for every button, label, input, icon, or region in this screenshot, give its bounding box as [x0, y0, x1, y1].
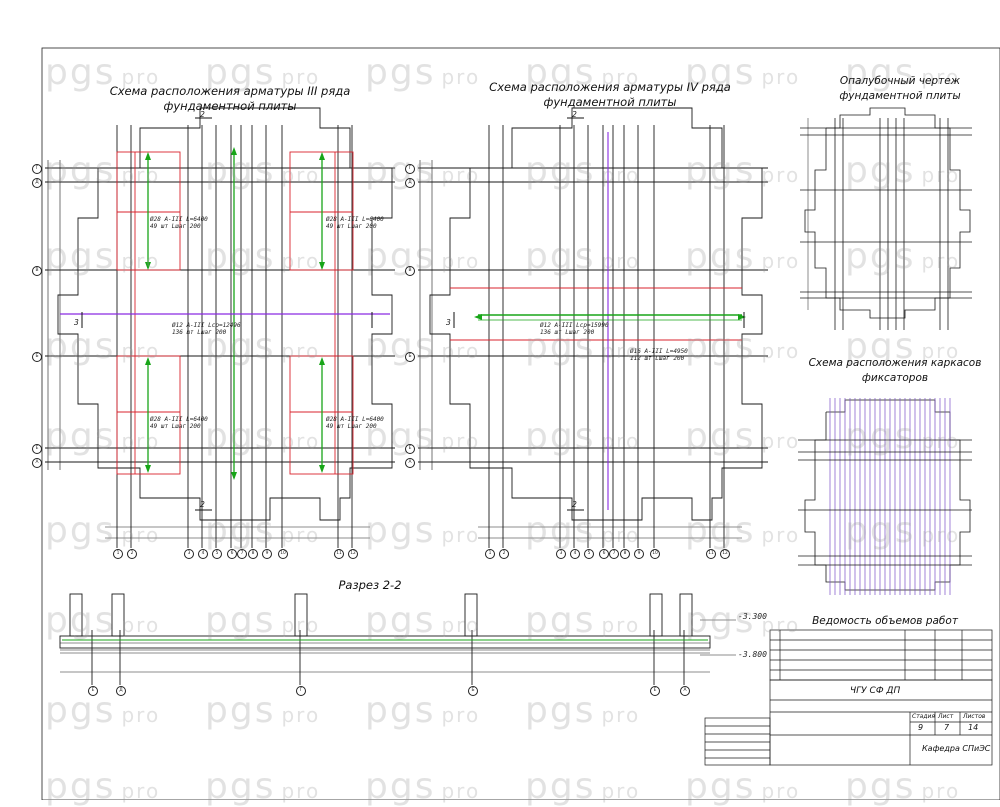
axis-bubble: Е — [650, 686, 660, 696]
cut-mark-label: 2 — [572, 110, 577, 119]
axis-bubble: Д — [405, 178, 415, 188]
axis-bubble: 12 — [720, 549, 730, 559]
axis-bubble: 6 — [599, 549, 609, 559]
axis-bubble: 4 — [570, 549, 580, 559]
stamp-sheet: 9 — [918, 723, 924, 732]
axis-bubble: 9 — [262, 549, 272, 559]
axis-bubble: 7 — [237, 549, 247, 559]
view-mark-label: 3 — [74, 318, 79, 327]
frames-axes — [798, 439, 972, 566]
axis-bubble: Г — [405, 164, 415, 174]
cut-marks-iii — [81, 117, 373, 511]
axis-bubble: 2 — [127, 549, 137, 559]
axis-bubble: 6 — [227, 549, 237, 559]
axis-bubble: 11 — [334, 549, 344, 559]
axis-bubble: 2 — [499, 549, 509, 559]
stamp-col-sheet: Лист — [938, 713, 954, 720]
axis-bubble: 1 — [485, 549, 495, 559]
axis-bubble: Е — [32, 444, 42, 454]
axis-bubble: Д — [32, 178, 42, 188]
axis-bubble: 1 — [113, 549, 123, 559]
stamp-num: 7 — [944, 723, 950, 732]
level-bottom: -3.800 — [738, 650, 767, 659]
plan-iv — [418, 107, 768, 548]
axis-bubble: 11 — [706, 549, 716, 559]
axis-bubble: 8 — [620, 549, 630, 559]
formwork-plan — [800, 107, 972, 330]
cut-mark-label: 2 — [200, 500, 205, 509]
axis-bubble: Б — [468, 686, 478, 696]
axis-bubble: А — [32, 458, 42, 468]
axis-bubble: 9 — [634, 549, 644, 559]
axis-bubble: 3 — [556, 549, 566, 559]
axis-bubble: 8 — [248, 549, 258, 559]
section-2-2 — [59, 593, 736, 685]
axis-bubble: Е — [405, 444, 415, 454]
axis-bubble: 7 — [609, 549, 619, 559]
stamp-org: ЧГУ СФ ДП — [850, 686, 901, 696]
rebar-iv — [450, 132, 742, 510]
volumes-table — [769, 629, 993, 681]
stamp-col-stage: Стадия — [912, 713, 936, 720]
level-top: -3.300 — [738, 612, 767, 621]
axis-bubble: 10 — [278, 549, 288, 559]
axis-bubble: Б — [405, 352, 415, 362]
stamp-col-sheets: Листов — [963, 713, 986, 720]
axis-bubble: А — [680, 686, 690, 696]
axis-bubble: Е — [88, 686, 98, 696]
axis-bubble: 12 — [348, 549, 358, 559]
stamp-sheets: 14 — [968, 723, 979, 732]
frames-grid — [829, 398, 951, 595]
red-zones-iii — [116, 151, 354, 475]
axis-bubble: А — [405, 458, 415, 468]
green-arrowheads-iii — [145, 147, 325, 480]
axis-bubble: 5 — [584, 549, 594, 559]
axis-bubble: В — [405, 266, 415, 276]
cut-mark-label: 2 — [200, 110, 205, 119]
plan-iii — [45, 107, 395, 548]
axis-bubble: 10 — [650, 549, 660, 559]
axis-bubble: 5 — [212, 549, 222, 559]
axis-bubble: Б — [32, 352, 42, 362]
title-stamp — [704, 679, 993, 766]
view-mark-label: 3 — [446, 318, 451, 327]
axis-bubble: Г — [32, 164, 42, 174]
axis-bubble: 3 — [184, 549, 194, 559]
title-volumes: Ведомость объемов работ — [812, 615, 958, 627]
cut-mark-label: 2 — [572, 500, 577, 509]
axis-bubble: 4 — [198, 549, 208, 559]
axis-bubble: В — [32, 266, 42, 276]
title-section: Разрез 2-2 — [338, 578, 402, 592]
stamp-dept: Кафедра СПиЭС — [922, 744, 991, 753]
axis-bubble: Д — [116, 686, 126, 696]
axis-bubble: Г — [296, 686, 306, 696]
